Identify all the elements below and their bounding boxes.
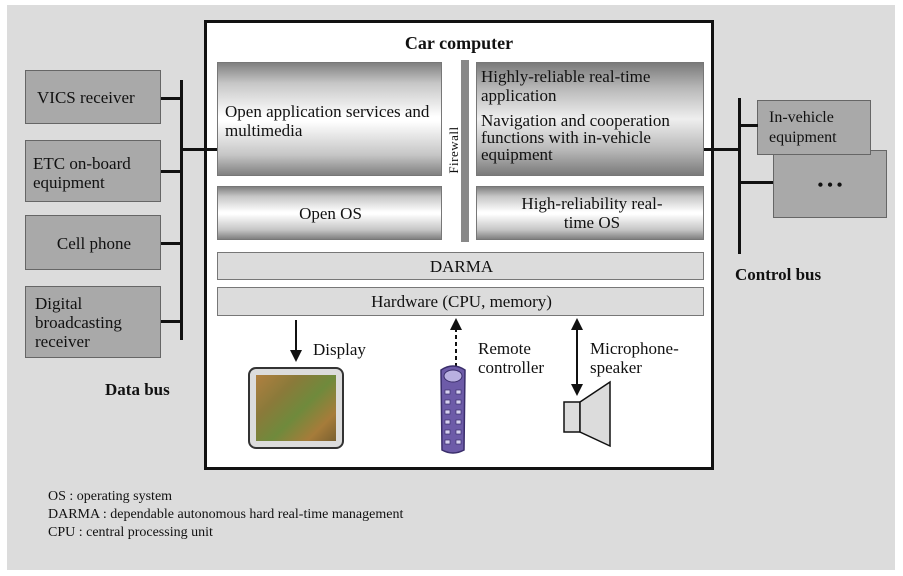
device-label: Cell phone <box>56 234 132 253</box>
display-device <box>248 367 344 449</box>
device-in-vehicle-equipment: In-vehicle equipment <box>757 100 871 155</box>
control-bus-link <box>704 148 740 151</box>
data-bus-connector <box>161 97 181 100</box>
data-bus-connector <box>161 320 181 323</box>
darma-label: DARMA <box>429 257 494 276</box>
device-vics-receiver: VICS receiver <box>25 70 161 124</box>
firewall-text: Firewall <box>446 126 461 174</box>
hardware-layer: Hardware (CPU, memory) <box>217 287 704 316</box>
firewall-label: Firewall <box>444 112 464 192</box>
open-os-label: Open OS <box>299 204 362 223</box>
data-bus-line <box>180 80 183 340</box>
legend-darma: DARMA : dependable autonomous hard real-… <box>48 507 404 522</box>
device-label: Digital broadcasting receiver <box>35 294 122 351</box>
microphone-speaker-arrow <box>571 318 583 396</box>
device-label: VICS receiver <box>37 88 135 107</box>
control-bus-connector <box>740 181 773 184</box>
control-bus-line <box>738 98 741 254</box>
car-computer-title: Car computer <box>404 33 514 53</box>
display-arrow <box>290 320 302 362</box>
device-cell-phone: Cell phone <box>25 215 161 270</box>
device-label: In-vehicle equipment <box>769 109 837 146</box>
open-application-label: Open application services and multimedia <box>225 102 430 140</box>
navigation-cooperation-label: Navigation and cooperation functions wit… <box>481 111 670 164</box>
firewall-bar <box>461 60 469 242</box>
ellipsis-label: • • • <box>817 177 843 194</box>
device-etc-stack-back <box>773 150 887 218</box>
microphone-speaker-label: Microphone- speaker <box>590 339 679 377</box>
legend-cpu: CPU : central processing unit <box>48 525 213 540</box>
control-bus-label: Control bus <box>735 265 822 284</box>
realtime-application-label: Highly-reliable real-time application <box>481 67 651 105</box>
open-application-box: Open application services and multimedia <box>217 62 442 176</box>
data-bus-connector <box>161 170 181 173</box>
data-bus-label: Data bus <box>105 380 170 399</box>
device-digital-broadcasting: Digital broadcasting receiver <box>25 286 161 358</box>
display-map-image <box>256 375 336 441</box>
remote-controller-label: Remote controller <box>478 339 545 377</box>
realtime-application-box: Highly-reliable real-time application Na… <box>476 62 704 176</box>
hardware-label: Hardware (CPU, memory) <box>371 292 552 311</box>
device-label: ETC on-board equipment <box>33 154 131 192</box>
control-bus-connector <box>740 124 758 127</box>
remote-controller-arrow <box>450 318 462 366</box>
realtime-os-label: High-reliability real-time OS <box>521 194 663 232</box>
remote-controller-image <box>440 365 466 454</box>
speaker-icon <box>563 380 611 448</box>
legend-os: OS : operating system <box>48 489 173 504</box>
device-etc-onboard: ETC on-board equipment <box>25 140 161 202</box>
realtime-os-box: High-reliability real-time OS <box>476 186 704 240</box>
io-arrows <box>290 318 583 396</box>
open-os-box: Open OS <box>217 186 442 240</box>
data-bus-connector <box>161 242 181 245</box>
darma-layer: DARMA <box>217 252 704 280</box>
display-label: Display <box>313 340 366 359</box>
data-bus-link <box>181 148 217 151</box>
